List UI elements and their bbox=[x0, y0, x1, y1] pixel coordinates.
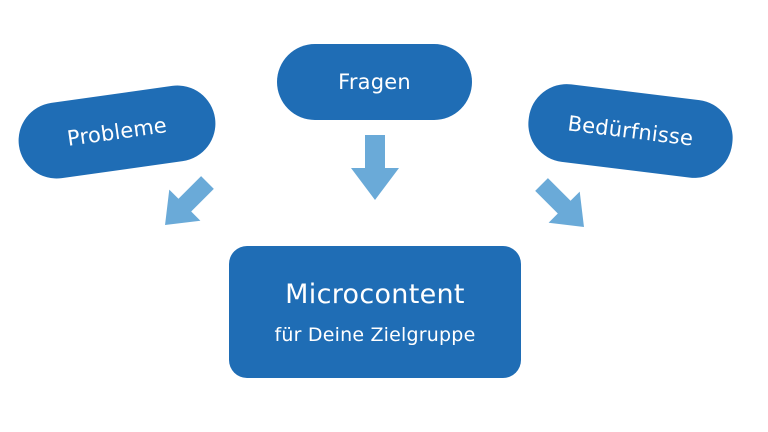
node-fragen-label: Fragen bbox=[338, 70, 411, 94]
node-fragen: Fragen bbox=[277, 44, 472, 120]
node-beduerfnisse-label: Bedürfnisse bbox=[566, 111, 695, 151]
arrow-left-shape bbox=[165, 176, 214, 225]
arrow-right-shape bbox=[535, 178, 584, 227]
target-title: Microcontent bbox=[285, 278, 465, 310]
node-probleme-label: Probleme bbox=[65, 113, 169, 151]
arrow-fragen-to-target bbox=[351, 135, 399, 200]
node-beduerfnisse: Bedürfnisse bbox=[524, 79, 737, 183]
node-probleme: Probleme bbox=[13, 80, 221, 184]
arrow-middle-shape bbox=[351, 135, 399, 200]
arrow-beduerfnisse-to-target bbox=[535, 178, 584, 227]
target-subtitle: für Deine Zielgruppe bbox=[274, 323, 476, 346]
arrow-probleme-to-target bbox=[165, 176, 214, 225]
target-box: Microcontent für Deine Zielgruppe bbox=[229, 246, 521, 378]
